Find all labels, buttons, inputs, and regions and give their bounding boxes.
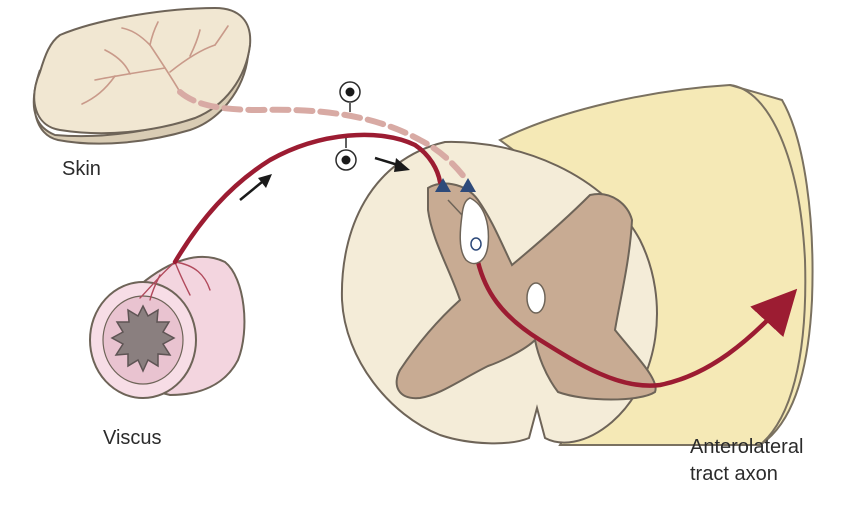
direction-arrow-icon — [239, 174, 272, 201]
cell-body-marker-icon — [335, 138, 357, 171]
spinal-cord-side-rim — [729, 84, 807, 446]
anterolateral-tract-axon — [475, 259, 798, 388]
label-tract-line2: tract axon — [690, 463, 778, 485]
viscus — [89, 255, 246, 399]
viscus-nerve-branches — [139, 261, 211, 301]
skin-patch-top — [33, 6, 252, 135]
label-skin: Skin — [62, 158, 101, 180]
viscus-lumen-folds — [110, 304, 176, 373]
visceral-afferent-fiber — [172, 132, 443, 265]
skin-afferent-fiber — [177, 89, 468, 181]
label-tract-line1: Anterolateral — [690, 436, 804, 458]
central-canal — [526, 282, 546, 314]
synapse-terminal-icon — [435, 178, 476, 192]
label-viscus: Viscus — [103, 427, 162, 449]
skin-patch — [32, 6, 252, 145]
cell-body-marker-icon — [339, 81, 361, 112]
direction-arrow-icon — [374, 156, 410, 172]
skin-nerve-branches — [81, 21, 229, 105]
neuron-soma-icon — [447, 197, 490, 265]
